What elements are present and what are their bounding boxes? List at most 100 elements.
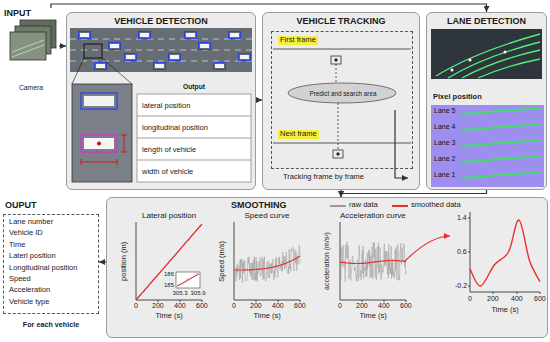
detection-box	[229, 32, 241, 39]
tick-label: 305.3	[173, 290, 188, 297]
predict-line	[338, 103, 339, 150]
tracking-sketch	[273, 49, 411, 178]
tick-label: 1.4	[457, 214, 467, 222]
list-item: Vehicle type	[9, 298, 49, 307]
center-dot	[97, 142, 101, 146]
night-road-photo	[431, 29, 542, 79]
tick-label: 0	[468, 295, 472, 303]
frame-label: First frame	[278, 36, 318, 45]
process-panel: VEHICLE TRACKINGTracking frame by frameF…	[262, 12, 420, 190]
section-title: INPUT	[4, 8, 31, 18]
search-area	[288, 83, 396, 103]
tick-label: 600	[294, 302, 306, 310]
predict-line	[336, 64, 337, 82]
car	[240, 55, 249, 59]
tick-label: -0.2	[455, 282, 467, 290]
flow-arrow	[59, 45, 66, 46]
video-frame	[10, 32, 46, 60]
detection-box	[125, 54, 137, 61]
tick-label: 600	[400, 302, 412, 310]
detection-box	[239, 54, 251, 61]
flow-arrow	[341, 190, 487, 197]
panel-title: VEHICLE DETECTION	[67, 16, 255, 26]
chart-axes	[136, 212, 540, 302]
tick-label: 0	[134, 302, 138, 310]
car	[126, 55, 135, 59]
zoom-source	[84, 44, 102, 58]
tick-label: 200	[152, 302, 164, 310]
step-label: Predict and search area	[272, 90, 414, 97]
detection-box	[79, 32, 91, 39]
tick-label: 0	[338, 302, 342, 310]
vehicle-box	[333, 150, 343, 158]
frame-label: Next frame	[278, 130, 319, 139]
car	[155, 64, 164, 68]
tick-label: 0.6	[457, 248, 467, 256]
detection-box	[139, 32, 151, 39]
car	[84, 96, 114, 106]
chart-title: Lateral position	[142, 211, 196, 220]
center-dot	[337, 153, 340, 156]
lane-label: Lane 1	[434, 171, 455, 179]
lane-label: Lane 3	[434, 139, 455, 147]
tick-label: 400	[174, 302, 186, 310]
car	[110, 44, 119, 48]
legend-swatch	[392, 205, 408, 207]
axis-label: Time (s)	[360, 312, 387, 321]
lane-label: Lane 2	[434, 155, 455, 163]
headlight	[451, 69, 454, 72]
zoom-photo	[72, 84, 132, 182]
car	[84, 138, 114, 149]
tick-label: 305.9	[191, 290, 206, 297]
lane-line	[462, 108, 540, 178]
caption-label: For each vehicle	[3, 321, 99, 329]
tick-label: 400	[272, 302, 284, 310]
caption-label: Camera	[3, 84, 59, 92]
table-frame	[137, 94, 251, 182]
axis-label: Time (s)	[492, 306, 519, 315]
center-dot	[335, 59, 338, 62]
chart-title: Acceleration curve	[340, 211, 406, 220]
vehicle-box	[331, 56, 341, 64]
smoothed-line	[136, 224, 202, 300]
zoom-line	[72, 58, 132, 84]
detection-box	[109, 43, 121, 50]
road-line	[12, 40, 44, 57]
table-cell: width of vehicle	[142, 168, 193, 177]
detection-box	[154, 63, 166, 70]
car	[140, 33, 149, 37]
axis-label: Speed (m/s)	[218, 240, 227, 281]
output-table: Outputlateral positionlongitudinal posit…	[137, 83, 251, 187]
detection-box	[95, 63, 107, 70]
table-rule	[137, 116, 251, 160]
axis	[340, 222, 406, 302]
chart-data	[136, 220, 540, 300]
headlight	[469, 59, 472, 62]
tick-label: 185	[164, 282, 174, 289]
tick-label: 600	[196, 302, 208, 310]
inset-box	[176, 272, 200, 288]
lane-map: Pixel positionLane 5Lane 4Lane 3Lane 2La…	[431, 93, 544, 187]
axis-label: position (m)	[120, 241, 129, 280]
list-item: Lane number	[9, 218, 53, 227]
inset-data	[177, 273, 199, 286]
raw-data-line	[340, 242, 406, 282]
table-cell: lateral position	[142, 102, 190, 111]
tick-label: 200	[356, 302, 368, 310]
table-cell: length of vehicle	[142, 146, 196, 155]
smoothed-line	[234, 256, 300, 270]
detection-box	[214, 63, 226, 70]
loop-arrow	[395, 110, 408, 178]
flow-arrow	[99, 261, 106, 262]
axis-label: Time (s)	[254, 312, 281, 321]
flow-arrow	[340, 190, 341, 197]
light-trail	[436, 34, 540, 78]
map-heading: Pixel position	[433, 93, 482, 102]
list-item: Laterl position	[9, 252, 56, 261]
step-label: Tracking frame by frame	[283, 173, 364, 182]
tracking-flow: First framePredict and search areaNext f…	[271, 31, 413, 169]
raw-data-line	[177, 273, 199, 286]
